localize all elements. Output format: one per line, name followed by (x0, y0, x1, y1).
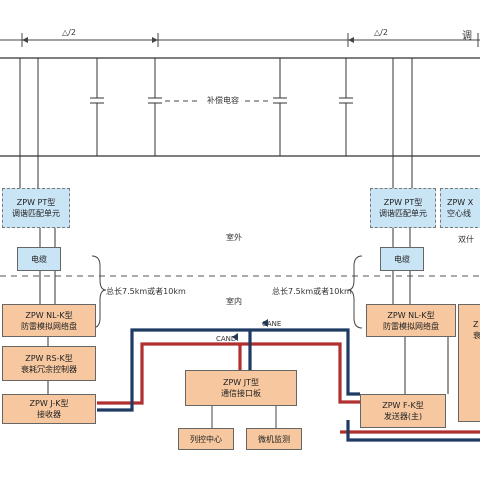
brace-right (347, 255, 363, 329)
indoor-label: 室内 (226, 297, 242, 306)
pt-tuning-unit-left-title: ZPW PT型 (16, 198, 56, 207)
can-navy-bus (97, 328, 480, 442)
j-k-receiver-title: ZPW J-K型 (29, 399, 69, 408)
j-k-receiver-subtitle: 接收器 (37, 410, 61, 419)
jt-interface-board[interactable]: ZPW JT型 通信接口板 (185, 370, 297, 406)
can-red-bus (97, 342, 480, 434)
cable-box-right-label: 电缆 (394, 254, 410, 264)
half-span-label-right: △/2 (372, 28, 390, 37)
cable-box-left[interactable]: 电缆 (17, 247, 61, 271)
f-k-transmitter-subtitle: 发送器(主) (383, 412, 423, 421)
rs-k-controller-subtitle: 衰耗冗余控制器 (21, 364, 77, 374)
cand-label: CAND (216, 335, 237, 343)
cable-box-left-label: 电缆 (31, 254, 47, 264)
half-span-label-left: △/2 (60, 28, 78, 37)
pt-tuning-unit-left-subtitle: 调谐匹配单元 (12, 209, 60, 218)
attenuator-box-title: Z (473, 320, 479, 329)
can-arrows (232, 319, 268, 341)
cable-box-right[interactable]: 电缆 (380, 247, 424, 271)
nl-k-board-right-subtitle: 防雷模拟网络盘 (383, 321, 439, 331)
left-connections (19, 58, 56, 394)
pt-tuning-unit-left[interactable]: ZPW PT型 调谐匹配单元 (2, 188, 70, 228)
f-k-transmitter-title: ZPW F-K型 (382, 401, 424, 410)
train-control-center[interactable]: 列控中心 (178, 428, 234, 450)
nl-k-board-left[interactable]: ZPW NL-K型 防雷模拟网络盘 (2, 304, 96, 337)
rs-k-controller[interactable]: ZPW RS-K型 衰耗冗余控制器 (2, 346, 96, 381)
pt-tuning-unit-right-title: ZPW PT型 (383, 198, 423, 207)
dual-label-partial: 双什 (458, 235, 474, 244)
attenuator-box-partial[interactable]: Z 衰 (458, 304, 480, 422)
jt-interface-board-subtitle: 通信接口板 (221, 389, 261, 398)
outdoor-label: 室外 (226, 233, 242, 242)
brace-left (91, 255, 107, 329)
capacitor-group (90, 58, 353, 156)
train-control-center-label: 列控中心 (190, 434, 222, 444)
cable-length-right: 总长7.5km或者10km (272, 287, 352, 296)
j-k-receiver[interactable]: ZPW J-K型 接收器 (2, 394, 96, 424)
hollow-coil-unit-title: ZPW X (447, 198, 474, 207)
cable-length-left: 总长7.5km或者10km (106, 287, 186, 296)
header-edge-char: 调 (462, 31, 472, 42)
attenuator-box-subtitle: 衰 (473, 330, 480, 341)
pt-tuning-unit-right[interactable]: ZPW PT型 调谐匹配单元 (370, 188, 436, 228)
f-k-transmitter[interactable]: ZPW F-K型 发送器(主) (360, 394, 446, 428)
nl-k-board-right-title: ZPW NL-K型 (387, 310, 435, 320)
jt-interface-board-title: ZPW JT型 (222, 378, 259, 387)
dimension-arrows (22, 37, 354, 43)
jt-links (211, 406, 277, 428)
hollow-coil-unit-subtitle: 空心线 (447, 209, 471, 218)
nl-k-board-left-subtitle: 防雷模拟网络盘 (21, 321, 77, 331)
cane-label: CANE (262, 320, 282, 328)
pt-tuning-unit-right-subtitle: 调谐匹配单元 (379, 209, 427, 218)
nl-k-board-left-title: ZPW NL-K型 (25, 310, 73, 320)
right-connections (392, 58, 449, 394)
rs-k-controller-title: ZPW RS-K型 (25, 353, 73, 363)
nl-k-board-right[interactable]: ZPW NL-K型 防雷模拟网络盘 (366, 304, 456, 337)
micro-monitor-label: 微机监测 (258, 434, 290, 444)
compensation-capacitor-label: 补偿电容 (205, 95, 241, 106)
hollow-coil-unit-partial[interactable]: ZPW X 空心线 (440, 188, 480, 228)
micro-monitor[interactable]: 微机监测 (246, 428, 302, 450)
